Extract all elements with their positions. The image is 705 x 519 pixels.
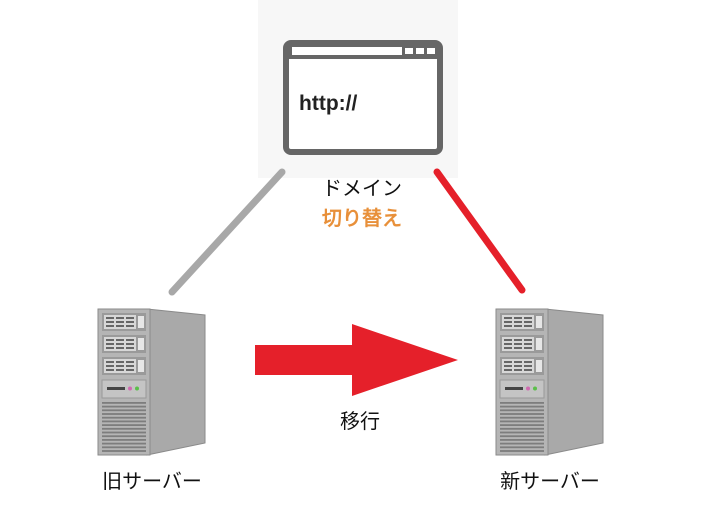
switch-label: 切り替え [322, 206, 402, 230]
old-server-label: 旧サーバー [102, 469, 202, 493]
new-server-icon [495, 308, 604, 456]
migration-label: 移行 [340, 409, 380, 433]
browser-window-icon [283, 40, 443, 155]
new-connection-line [433, 168, 526, 294]
new-server-label: 新サーバー [500, 469, 600, 493]
url-text: http:// [299, 92, 358, 115]
old-connection-line [168, 168, 286, 296]
old-server-icon [97, 308, 206, 456]
domain-label: ドメイン [322, 176, 402, 200]
migration-arrow-icon [255, 324, 458, 396]
